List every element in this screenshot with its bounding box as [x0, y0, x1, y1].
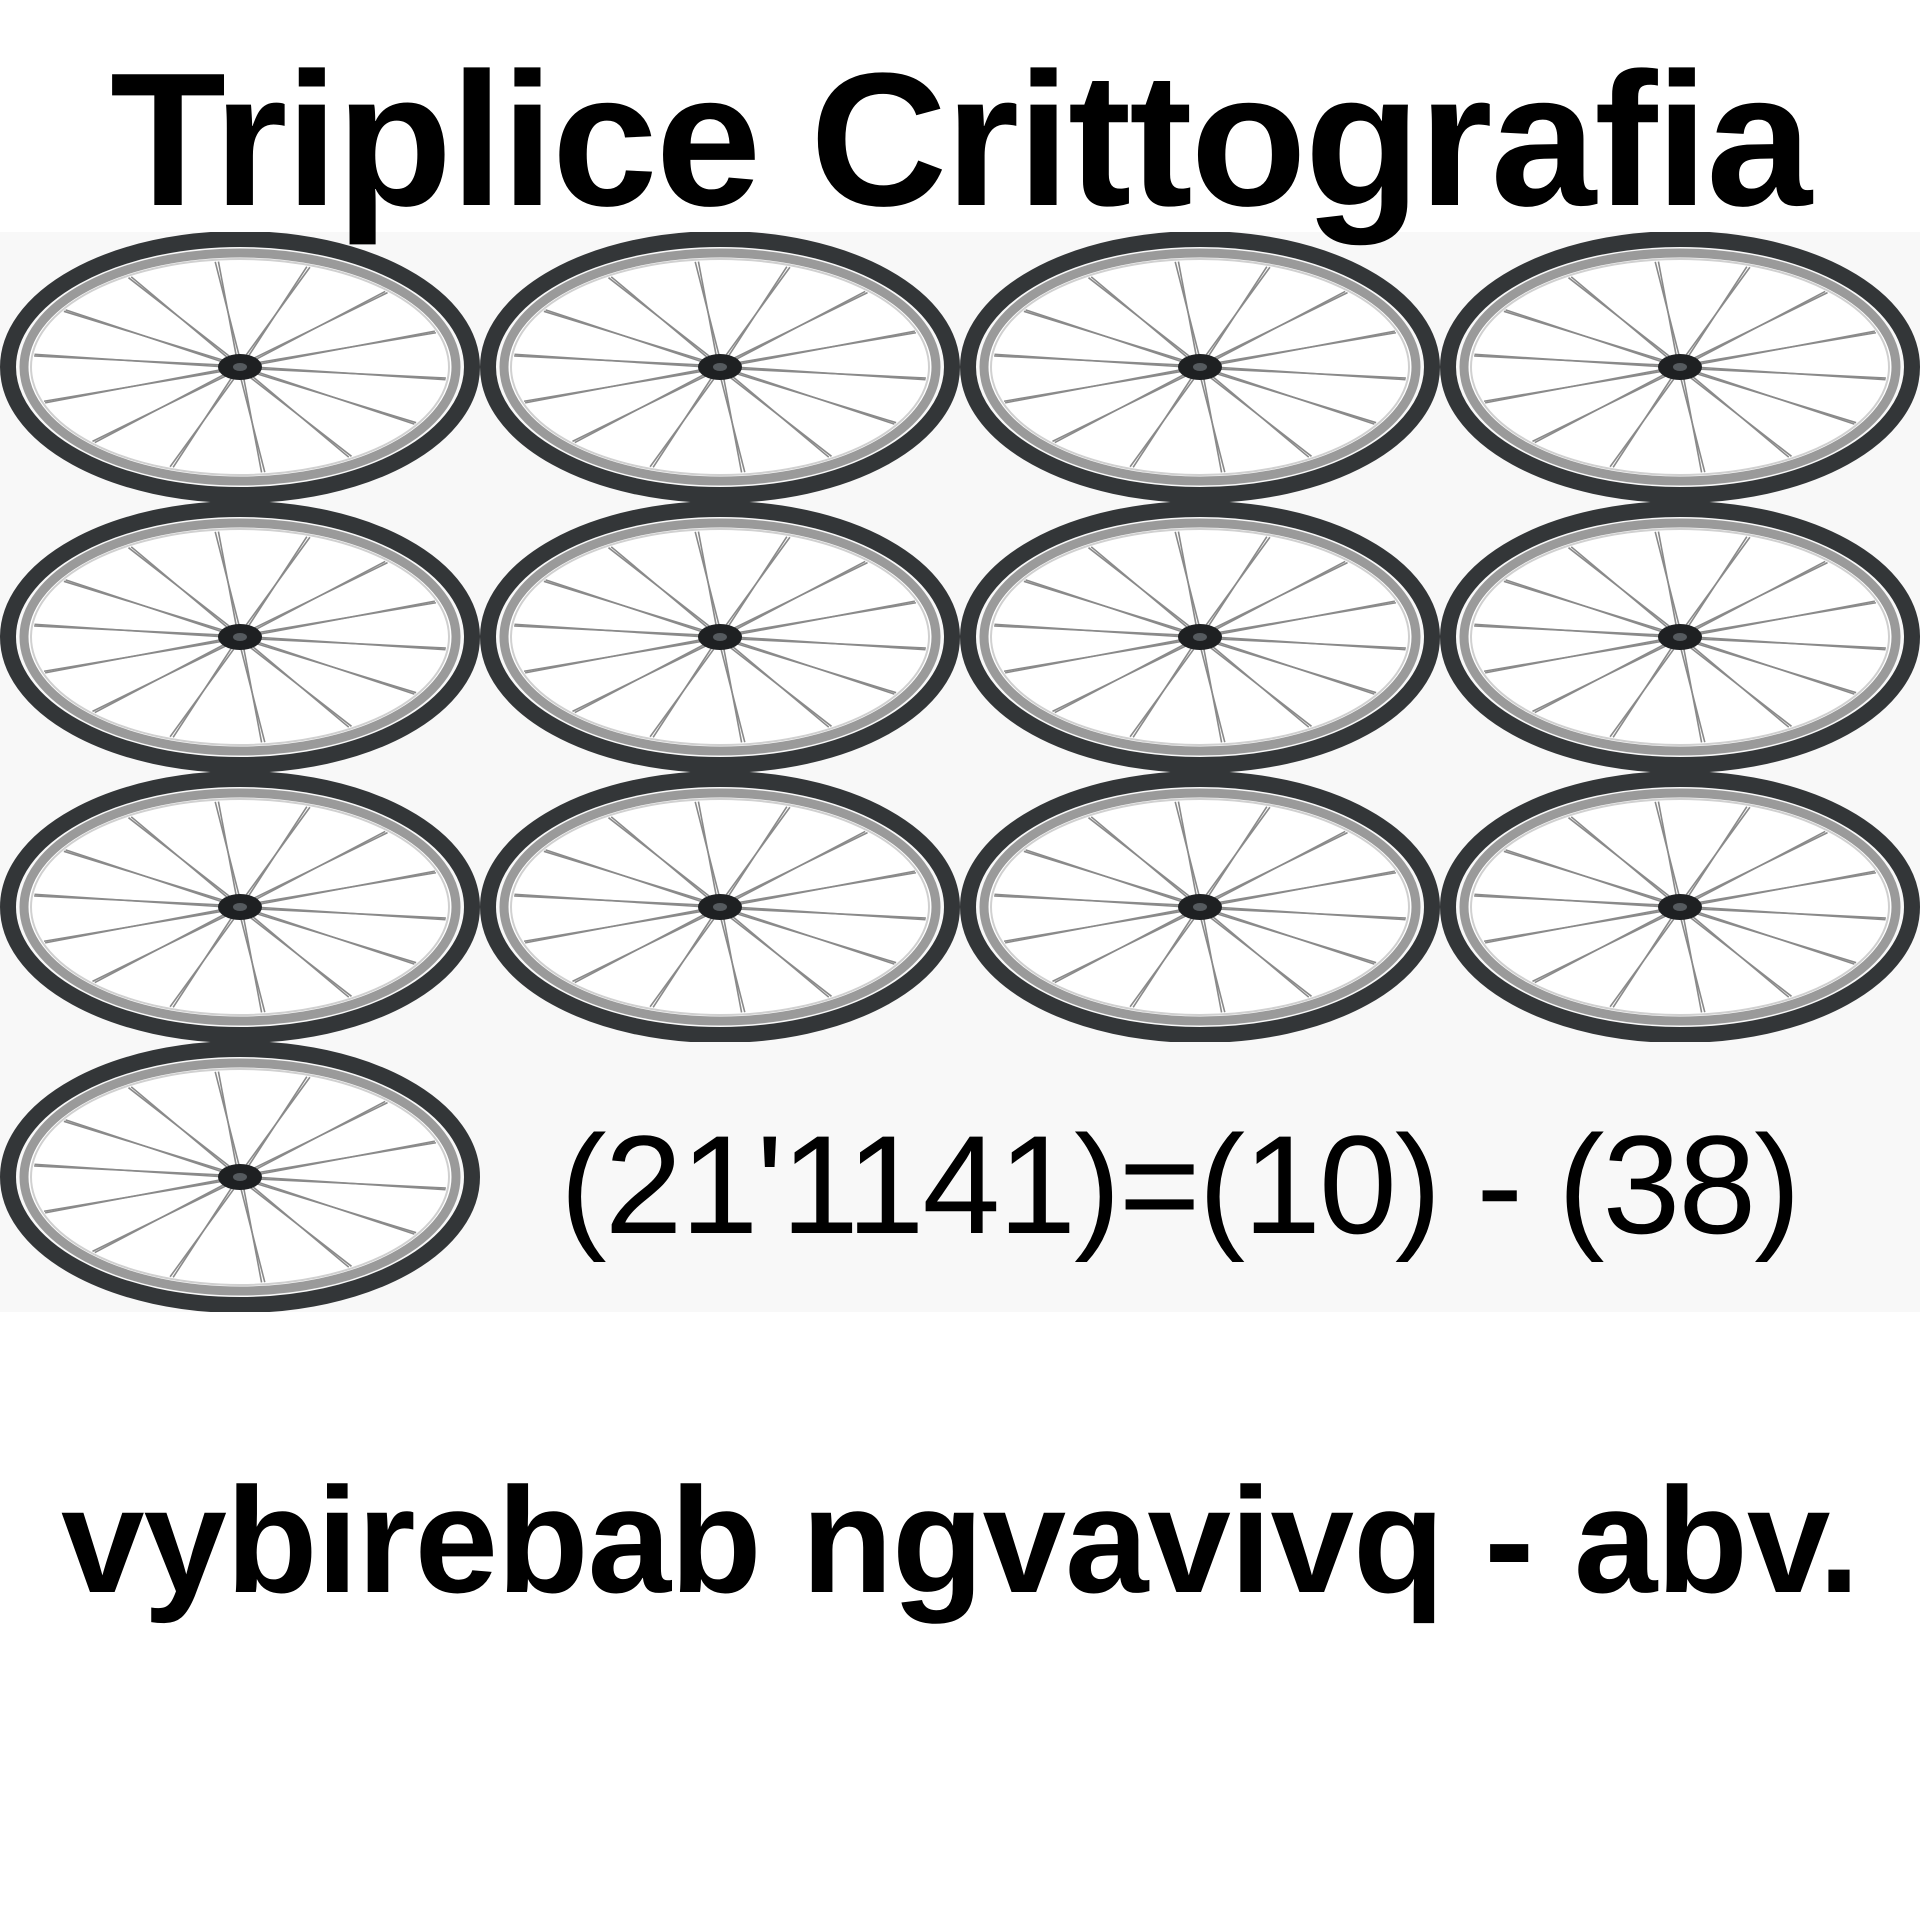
puzzle-title: Triplice Crittografia — [109, 34, 1812, 246]
bicycle-wheel-icon — [0, 1042, 480, 1312]
equation-text: (21'1141)=(10) - (38) — [560, 1106, 1801, 1263]
bicycle-wheel-icon — [1440, 502, 1920, 772]
answer-text: vybirebab ngvavivq - abv. — [61, 1456, 1860, 1624]
bicycle-wheel-icon — [480, 502, 960, 772]
bicycle-wheel-icon — [0, 232, 480, 502]
bicycle-wheel-icon — [480, 772, 960, 1042]
bicycle-wheel-icon — [0, 502, 480, 772]
bicycle-wheel-icon — [1440, 772, 1920, 1042]
bicycle-wheel-icon — [1440, 232, 1920, 502]
bicycle-wheel-icon — [0, 772, 480, 1042]
bicycle-wheel-icon — [960, 772, 1440, 1042]
bicycle-wheel-icon — [960, 232, 1440, 502]
wheel-grid — [0, 232, 1920, 1312]
bicycle-wheel-icon — [960, 502, 1440, 772]
bicycle-wheel-icon — [480, 232, 960, 502]
